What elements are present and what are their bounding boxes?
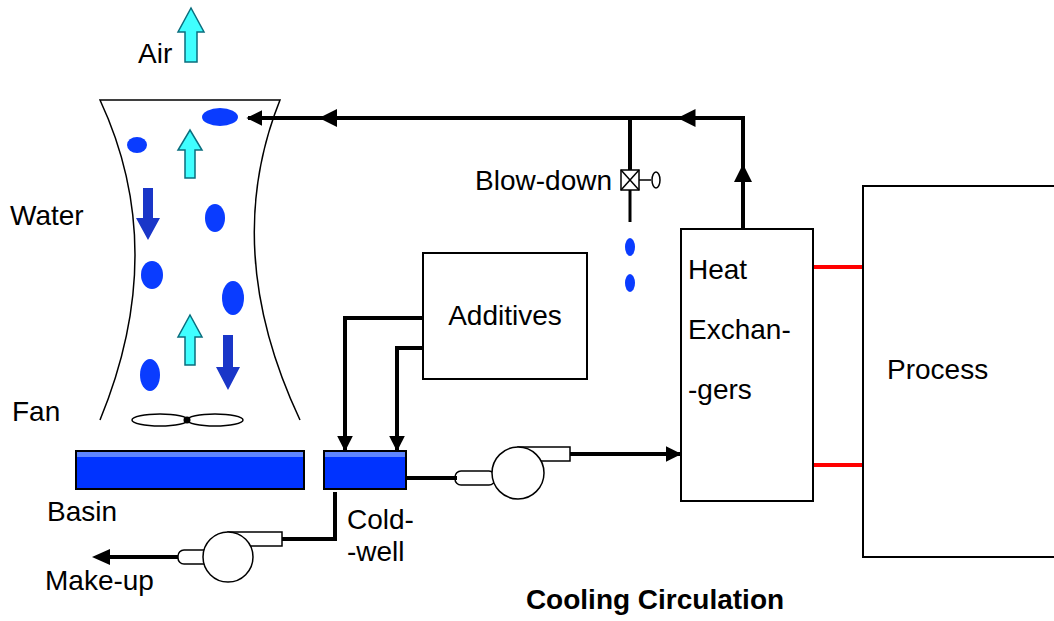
pipe-connector xyxy=(345,318,422,450)
basin-label: Basin xyxy=(47,496,117,528)
pipe-connector xyxy=(407,454,680,478)
text-holder: Make-up xyxy=(45,565,154,597)
arrowhead xyxy=(678,109,696,127)
heat-link xyxy=(814,265,862,269)
air-up-arrow xyxy=(178,315,202,365)
text-holder: Cooling Circulation xyxy=(405,584,905,616)
pipe-connector xyxy=(248,118,743,228)
text-holder: Water xyxy=(10,200,84,232)
additives-box: Additives xyxy=(422,252,588,380)
tower-label: Water xyxy=(10,200,84,232)
tower-outline xyxy=(98,98,304,434)
text-holder: Process xyxy=(887,354,988,386)
water-drop xyxy=(202,108,238,126)
water-down-arrow xyxy=(216,335,240,390)
blow-down-drop xyxy=(625,274,635,292)
text-holder: Basin xyxy=(47,496,117,528)
water-drop xyxy=(222,281,244,315)
fan-hub xyxy=(184,417,191,424)
water-drop xyxy=(141,261,163,289)
text-holder: Heat Exchan- -gers xyxy=(688,240,806,420)
air-label: Air xyxy=(138,38,172,70)
cold-well-label: Cold- -well xyxy=(347,504,427,568)
water-drop xyxy=(205,204,225,232)
box-label: Process xyxy=(887,354,988,386)
text-holder: Air xyxy=(138,38,172,70)
valve-body xyxy=(621,170,639,190)
make-up-pipe xyxy=(282,492,335,539)
make-up-arrowhead xyxy=(92,549,110,565)
valve-stem xyxy=(639,179,651,181)
pump-body xyxy=(492,447,544,499)
caption: Cooling Circulation xyxy=(405,584,905,616)
water-drop xyxy=(140,359,160,391)
process-box: Process xyxy=(862,185,1054,558)
heat-exchanger-box: Heat Exchan- -gers xyxy=(680,228,814,502)
valve-cross xyxy=(621,170,639,190)
fan-blade xyxy=(132,414,188,426)
pump-inlet xyxy=(455,471,495,485)
cold-well-tank: Cold- -well xyxy=(323,450,407,490)
blow-down-drop xyxy=(625,238,635,256)
blow-down-pipe xyxy=(629,190,632,222)
text-holder: Fan xyxy=(12,396,60,428)
blow-down-label: Blow-down xyxy=(475,165,612,197)
cooling-tower: WaterFan xyxy=(98,98,304,434)
make-up-pipe xyxy=(104,555,180,559)
text-holder: Additives xyxy=(424,254,586,378)
text-holder: Cold- -well xyxy=(347,504,427,568)
basin-tank: Basin xyxy=(75,450,305,490)
arrowhead xyxy=(734,164,752,182)
water-down-arrow xyxy=(136,188,160,240)
pump-body xyxy=(203,532,253,582)
make-up-label: Make-up xyxy=(45,565,154,597)
air-arrow xyxy=(178,8,204,62)
fan-blade xyxy=(187,414,243,426)
box-label: Heat Exchan- -gers xyxy=(688,240,806,420)
air-up-arrow xyxy=(178,130,202,178)
valve-handle xyxy=(652,172,660,188)
text-holder: Blow-down xyxy=(475,165,612,197)
arrowhead xyxy=(319,109,337,127)
tower-label: Fan xyxy=(12,396,60,428)
box-label: Additives xyxy=(448,300,562,332)
pipe-connector xyxy=(397,348,422,450)
heat-link xyxy=(814,463,862,467)
blow-down-pipe xyxy=(628,118,632,170)
tower-wall xyxy=(100,100,300,420)
water-drop xyxy=(127,137,147,153)
valve-cross xyxy=(621,170,639,190)
